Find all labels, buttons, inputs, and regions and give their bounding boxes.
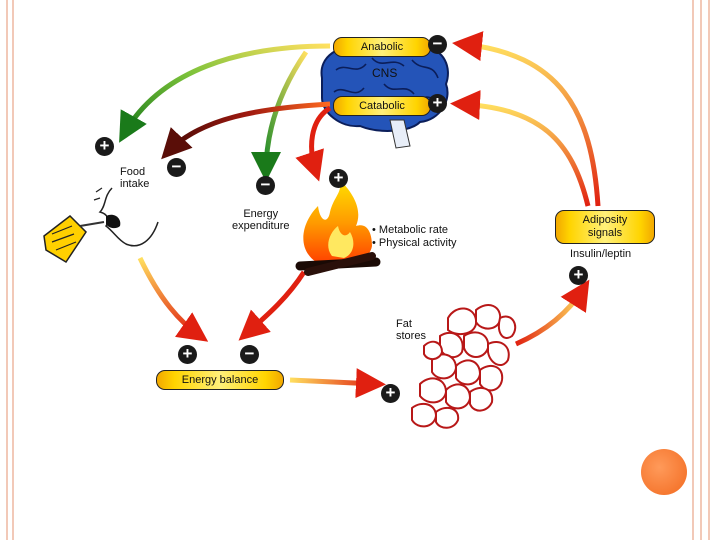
frame-line-left-1 (6, 0, 8, 540)
person-eating-icon (43, 187, 159, 264)
energy-expenditure-line1: Energy (243, 208, 279, 220)
adiposity-label-line1: Adiposity (582, 214, 628, 226)
minus-sign-food-intake-catabolic: − (167, 158, 186, 177)
fat-stores-line1: Fat (396, 318, 412, 330)
energy-expenditure-line2: expenditure (232, 220, 290, 232)
energy-balance-pill: Energy balance (156, 370, 284, 390)
food-intake-line1: Food (120, 166, 146, 178)
decorative-orange-circle (641, 449, 687, 495)
insulin-leptin-label: Insulin/leptin (570, 248, 632, 260)
minus-sign-energy-balance-right: − (240, 345, 259, 364)
metabolic-rate-item: • Metabolic rate (372, 224, 448, 236)
frame-line-right-1 (692, 0, 694, 540)
plus-sign-energy-expenditure: + (329, 169, 348, 188)
fat-stores-label: Fat stores (396, 318, 426, 342)
fat-cells-icon (411, 304, 517, 429)
plus-sign-food-intake-anabolic: + (95, 137, 114, 156)
physical-activity-item: • Physical activity (372, 237, 457, 249)
plus-sign-adiposity: + (569, 266, 588, 285)
arrow-catabolic-to-energy-expenditure (295, 105, 332, 182)
frame-line-right-2 (700, 0, 702, 540)
arrow-adiposity-to-catabolic (450, 90, 591, 207)
expenditure-components-list: • Metabolic rate • Physical activity (372, 224, 457, 250)
arrow-catabolic-to-food-intake (161, 101, 331, 160)
frame-line-left-2 (12, 0, 14, 540)
fat-stores-line2: stores (396, 330, 426, 342)
arrow-adiposity-to-anabolic (452, 31, 601, 207)
arrow-food-intake-to-energy-balance (137, 256, 209, 342)
fire-icon (295, 180, 381, 276)
energy-expenditure-label: Energy expenditure (232, 208, 290, 232)
arrow-anabolic-to-food-intake (119, 43, 331, 143)
plus-sign-catabolic: + (428, 94, 447, 113)
minus-sign-anabolic: − (428, 35, 447, 54)
catabolic-pill: Catabolic (333, 96, 431, 116)
adiposity-label-line2: signals (587, 227, 623, 239)
adiposity-signals-pill: Adiposity signals (555, 210, 655, 244)
anabolic-pill: Anabolic (333, 37, 431, 57)
minus-sign-energy-expenditure: − (256, 176, 275, 195)
plus-sign-fat-stores: + (381, 384, 400, 403)
food-intake-line2: intake (120, 178, 150, 190)
arrow-energy-balance-to-fat-stores (289, 368, 386, 399)
arrow-fat-stores-to-adiposity (514, 279, 590, 347)
catabolic-label: Catabolic (359, 100, 405, 112)
frame-line-right-3 (708, 0, 710, 540)
food-intake-label: Food intake (120, 166, 149, 190)
energy-balance-label: Energy balance (181, 374, 259, 386)
plus-sign-energy-balance-left: + (178, 345, 197, 364)
anabolic-label: Anabolic (360, 41, 404, 53)
arrow-expenditure-to-energy-balance (238, 270, 307, 341)
cns-label: CNS (372, 66, 398, 80)
